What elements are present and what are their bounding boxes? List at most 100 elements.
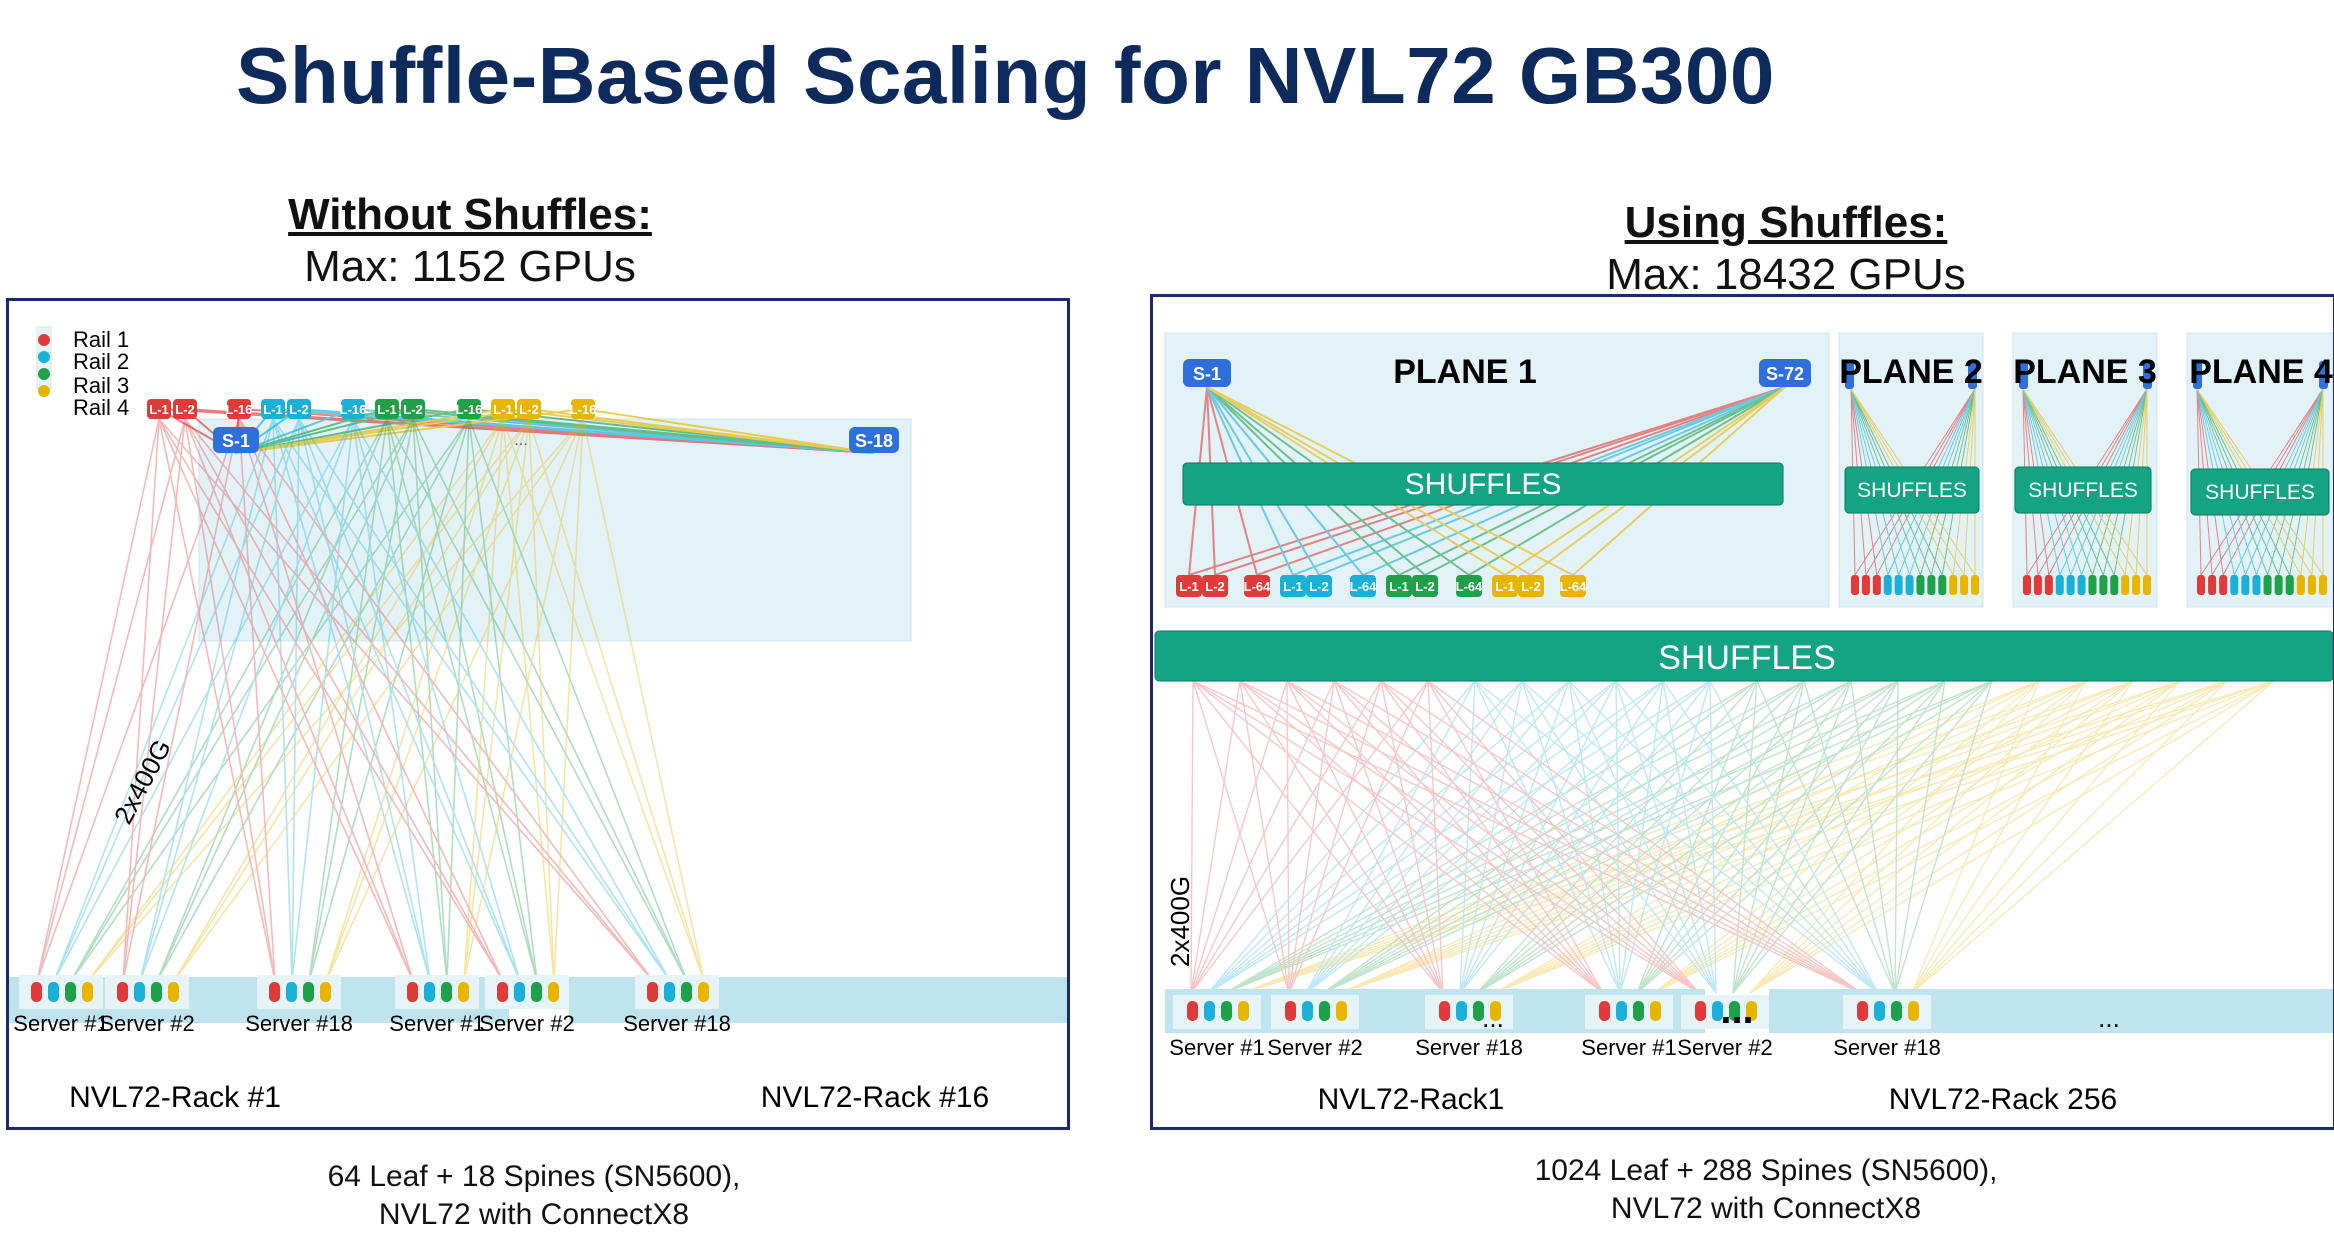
server[interactable]: Server #1: [1581, 995, 1677, 1060]
right-max-gpus: Max: 18432 GPUs: [1606, 250, 1966, 299]
server-label: Server #2: [479, 1011, 574, 1036]
leaf-switch[interactable]: L-2: [1518, 575, 1544, 597]
server[interactable]: Server #18: [1833, 995, 1941, 1060]
plane3-spines: [2019, 361, 2152, 389]
mini-leaf: [2274, 575, 2283, 595]
server-label: Server #1: [1581, 1035, 1676, 1060]
server[interactable]: Server #1: [1169, 995, 1265, 1060]
leaf-switch[interactable]: L-1: [1176, 575, 1202, 597]
shuffles-label: SHUFFLES: [2205, 481, 2315, 504]
mini-leaf: [2252, 575, 2261, 595]
leaf-label: L-64: [1456, 579, 1484, 594]
plane4-shuffles[interactable]: SHUFFLES: [2190, 468, 2330, 516]
left-rack16-label: NVL72-Rack #16: [761, 1081, 989, 1114]
plane3-shuffles[interactable]: SHUFFLES: [2014, 466, 2152, 514]
leaf-switch[interactable]: L-2: [1306, 575, 1332, 597]
mini-leaf: [2066, 575, 2075, 595]
nic-port: [168, 982, 179, 1002]
leaf-switch[interactable]: L-64: [1456, 575, 1484, 597]
server-label: Server #2: [1267, 1035, 1362, 1060]
shuffles-label: SHUFFLES: [1658, 639, 1836, 677]
leaf-switch[interactable]: L-64: [1560, 575, 1588, 597]
nic-port: [1187, 1001, 1198, 1021]
leaf-switch[interactable]: L-16: [456, 399, 483, 419]
left-caption-line1: 64 Leaf + 18 Spines (SN5600),: [327, 1160, 741, 1193]
nic-port: [424, 982, 435, 1002]
right-spine-s1[interactable]: S-1: [1183, 359, 1231, 387]
nic-port: [514, 982, 525, 1002]
left-spine-s1[interactable]: S-1: [213, 427, 259, 453]
mini-leaf: [2023, 575, 2031, 595]
rail3-legend-dot: [38, 368, 50, 380]
right-diagram-panel: S-1 S-72 PLANE 1 PLANE 2 PLANE 3 PLANE 4…: [1150, 294, 2334, 1130]
leaf-switch[interactable]: L-16: [570, 399, 597, 419]
nic-port: [441, 982, 452, 1002]
left-fabric-box: [198, 418, 912, 642]
leaf-switch[interactable]: L-1: [1386, 575, 1412, 597]
nic-port: [647, 982, 658, 1002]
server[interactable]: Server #18: [245, 975, 353, 1036]
leaf-switch[interactable]: L-2: [1412, 575, 1438, 597]
leaf-switch[interactable]: L-1: [261, 399, 285, 419]
mini-leaf: [1861, 575, 1870, 595]
leaf-switch[interactable]: L-1: [147, 399, 171, 419]
mini-leaf: [2077, 575, 2086, 595]
right-shuffle-server-links: [1190, 680, 2275, 994]
mini-leaf: [2143, 575, 2151, 595]
server[interactable]: Server #2: [479, 975, 575, 1036]
mini-leaf: [1883, 575, 1892, 595]
leaf-label: L-1: [149, 402, 169, 417]
mini-leaf: [2285, 575, 2294, 595]
slide-title: Shuffle-Based Scaling for NVL72 GB300: [236, 31, 1775, 120]
server[interactable]: Server #2: [1677, 995, 1773, 1060]
server-label: Server #18: [623, 1011, 731, 1036]
leaf-switch[interactable]: L-1: [491, 399, 515, 419]
right-caption-line1: 1024 Leaf + 288 Spines (SN5600),: [1534, 1154, 1998, 1187]
right-caption: 1024 Leaf + 288 Spines (SN5600), NVL72 w…: [1466, 1152, 2066, 1228]
server[interactable]: Server #2: [1267, 995, 1363, 1060]
shuffles-label: SHUFFLES: [1405, 468, 1562, 501]
server[interactable]: Server #1: [13, 975, 109, 1036]
leaf-switch[interactable]: L-16: [340, 399, 367, 419]
server[interactable]: Server #18: [623, 975, 731, 1036]
left-topology-diagram: Rail 1 Rail 2 Rail 3 Rail 4 S-1 ... S-18…: [9, 326, 1067, 1114]
leaf-switch[interactable]: L-2: [287, 399, 311, 419]
left-spine-s18[interactable]: S-18: [849, 427, 899, 453]
rail1-legend-label: Rail 1: [73, 327, 129, 352]
right-spine-s72[interactable]: S-72: [1759, 359, 1811, 387]
mini-leaf: [1872, 575, 1881, 595]
nic-port: [1695, 1001, 1706, 1021]
server[interactable]: Server #1: [389, 975, 485, 1036]
mini-leaf: [2088, 575, 2097, 595]
mini-leaf: [2132, 575, 2141, 595]
leaf-label: L-1: [1495, 579, 1515, 594]
leaf-switch[interactable]: L-2: [401, 399, 425, 419]
leaf-switch[interactable]: L-2: [517, 399, 541, 419]
leaf-switch[interactable]: L-16: [226, 399, 253, 419]
plane2-shuffles[interactable]: SHUFFLES: [1844, 466, 1980, 514]
leaf-switch[interactable]: L-1: [1280, 575, 1306, 597]
leaf-switch[interactable]: L-2: [173, 399, 197, 419]
main-shuffles-bar[interactable]: SHUFFLES: [1154, 630, 2334, 682]
server-label: Server #1: [1169, 1035, 1264, 1060]
nic-port: [303, 982, 314, 1002]
spine-label: S-72: [1766, 364, 1804, 384]
leaf-switch[interactable]: L-64: [1350, 575, 1378, 597]
server[interactable]: Server #2: [99, 975, 195, 1036]
server[interactable]: Server #18: [1415, 995, 1523, 1060]
mini-leaf: [1971, 575, 1979, 595]
plane1-shuffles[interactable]: SHUFFLES: [1182, 462, 1784, 506]
right-plane-mini-leaves: [1851, 575, 2327, 595]
leaf-label: L-16: [570, 402, 597, 417]
leaf-switch[interactable]: L-2: [1202, 575, 1228, 597]
leaf-label: L-64: [1244, 579, 1272, 594]
leaf-switch[interactable]: L-1: [375, 399, 399, 419]
left-rack1-label: NVL72-Rack #1: [69, 1081, 281, 1114]
mini-leaf: [1960, 575, 1969, 595]
leaf-switch[interactable]: L-64: [1244, 575, 1272, 597]
leaf-switch[interactable]: L-1: [1492, 575, 1518, 597]
nic-port: [1857, 1001, 1868, 1021]
